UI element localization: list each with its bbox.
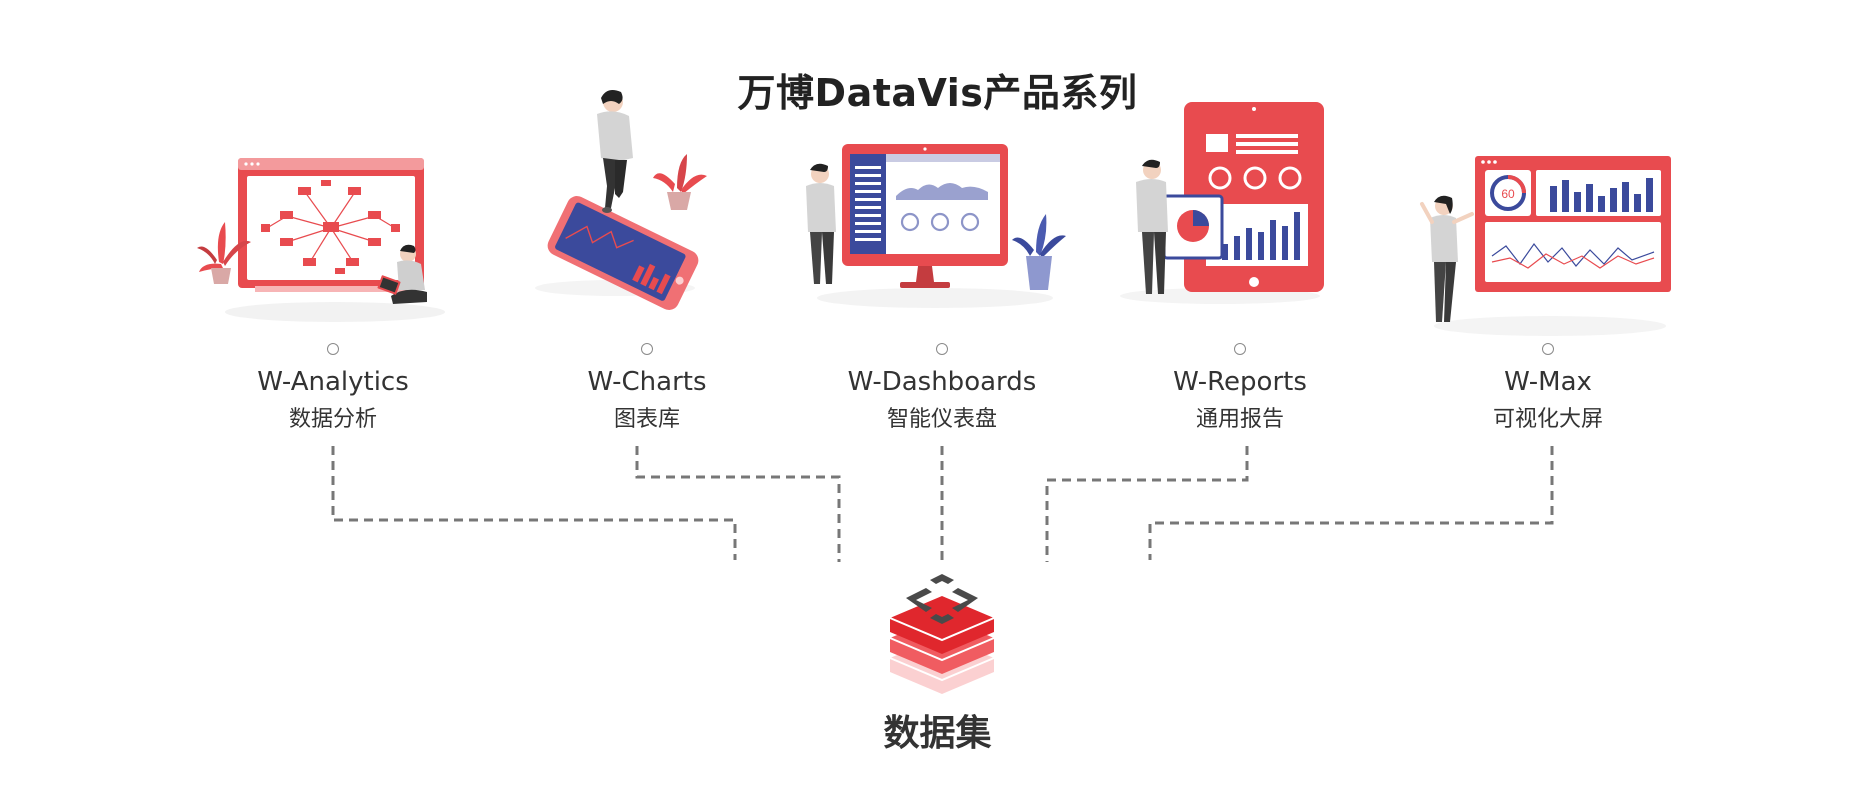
product-name: W-Analytics (257, 367, 409, 397)
area-chart (896, 183, 988, 200)
product-subtitle: 智能仪表盘 (886, 407, 997, 432)
dashboards-illustration (806, 144, 1066, 308)
phone-icon (547, 196, 699, 310)
product-name: W-Max (1504, 367, 1592, 397)
node-dot (936, 343, 948, 355)
node-dot (1542, 343, 1554, 355)
connector-analytics (331, 446, 737, 560)
node-dot (1234, 343, 1246, 355)
person-with-tablet-icon (377, 244, 427, 304)
product-name: W-Reports (1173, 367, 1307, 397)
reports-illustration (1120, 102, 1324, 304)
product-subtitle: 数据分析 (288, 407, 377, 432)
product-w-analytics: W-Analytics 数据分析 (203, 343, 463, 433)
connector-reports (1045, 446, 1249, 562)
product-w-reports: W-Reports 通用报告 (1110, 343, 1370, 433)
product-w-charts: W-Charts 图表库 (517, 343, 777, 433)
screen-titlebar (238, 158, 424, 170)
max-illustration: 60 (1420, 156, 1671, 336)
presenter-icon (1420, 195, 1474, 322)
dataset-stack-icon (889, 574, 995, 694)
wave-line (1491, 242, 1655, 267)
product-w-dashboards: W-Dashboards 智能仪表盘 (812, 343, 1072, 433)
analytics-illustration (197, 158, 445, 322)
product-subtitle: 通用报告 (1195, 407, 1284, 432)
page-title: 万博DataVis产品系列 (737, 71, 1138, 115)
plant-icon (1012, 214, 1066, 290)
product-subtitle: 可视化大屏 (1492, 407, 1603, 432)
connector-charts (635, 446, 841, 562)
network-nodes (261, 180, 400, 274)
person-icon (806, 163, 836, 284)
monitor-stand (916, 266, 934, 282)
connector-max (1148, 446, 1554, 560)
floor-shadow (1434, 316, 1666, 336)
pie-card (1162, 194, 1224, 260)
node-dot (641, 343, 653, 355)
node-dot (327, 343, 339, 355)
plant-icon (653, 154, 707, 210)
person-icon (1136, 159, 1168, 294)
monitor-base (255, 286, 415, 292)
plant-icon (197, 222, 251, 284)
product-subtitle: 图表库 (613, 407, 680, 432)
standing-person-icon (597, 90, 633, 213)
product-name: W-Dashboards (847, 367, 1037, 397)
product-name: W-Charts (587, 367, 707, 397)
gauge-value: 60 (1501, 187, 1515, 201)
dataset-label: 数据集 (883, 713, 992, 754)
floor-shadow (817, 288, 1053, 308)
product-w-max: W-Max 可视化大屏 (1418, 343, 1678, 433)
floor-shadow (225, 302, 445, 322)
charts-illustration (535, 90, 707, 310)
screen-sidebar (850, 154, 886, 254)
